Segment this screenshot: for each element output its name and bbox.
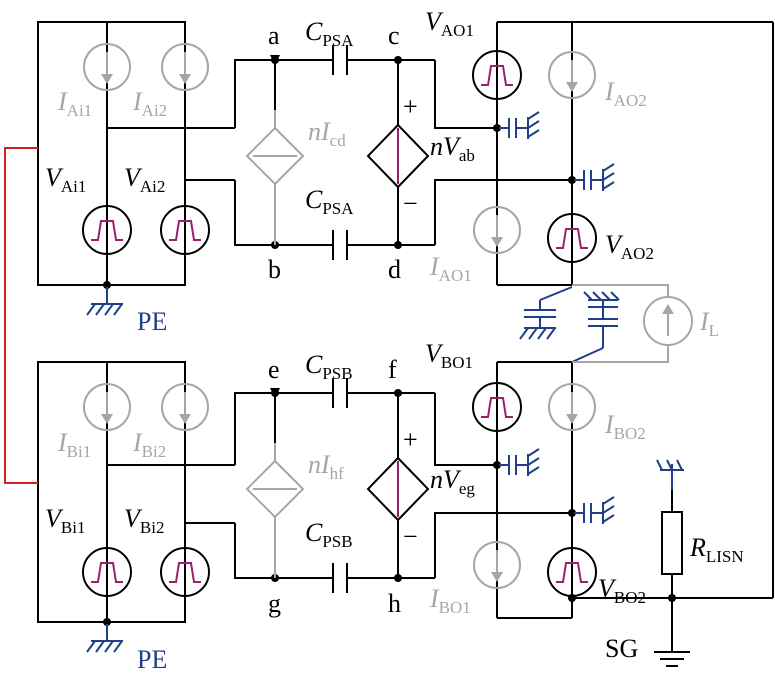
label-i-ai1: IAi1 xyxy=(57,87,92,120)
label-i-ao2: IAO2 xyxy=(604,77,647,110)
current-source-i-bo2 xyxy=(548,383,596,431)
sg-ground-icon xyxy=(654,651,690,667)
label-i-l: IL xyxy=(699,307,719,340)
dependent-current-source-n-icd xyxy=(245,55,305,245)
label-v-bi1: VBi1 xyxy=(45,504,85,537)
label-sg: SG xyxy=(605,634,638,663)
label-v-ai1: VAi1 xyxy=(45,163,86,196)
label-r-lisn: RLISN xyxy=(689,533,744,566)
dependent-voltage-source-n-vab xyxy=(366,60,430,245)
voltage-source-v-ao1 xyxy=(472,50,522,100)
label-i-bi2: IBi2 xyxy=(132,428,166,461)
voltage-source-v-bi2 xyxy=(160,547,210,597)
polarity-minus-a: − xyxy=(403,189,418,218)
node-h: h xyxy=(388,589,401,618)
input-stage-a xyxy=(37,21,235,289)
label-c-psa-bottom: CPSA xyxy=(305,185,354,218)
label-i-ao1: IAO1 xyxy=(429,252,472,285)
polarity-plus-a: + xyxy=(403,92,418,121)
label-c-psa-top: CPSA xyxy=(305,17,354,50)
node-d: d xyxy=(388,255,401,284)
node-f: f xyxy=(388,355,397,384)
parasitic-cap-bottom-1-icon xyxy=(499,448,540,476)
label-n-ihf: nIhf xyxy=(308,450,344,483)
lisn-resistor xyxy=(568,459,773,652)
label-v-ai2: VAi2 xyxy=(124,163,165,196)
label-i-ai2: IAi2 xyxy=(132,87,167,120)
label-n-vab: nVab xyxy=(430,132,475,165)
parasitic-cap-bottom-2-icon xyxy=(574,496,615,524)
label-i-bo1: IBO1 xyxy=(429,584,471,617)
node-a: a xyxy=(268,21,280,50)
label-n-icd: nIcd xyxy=(308,117,346,150)
inter-stage-coupling xyxy=(519,286,620,363)
output-stage-a xyxy=(493,21,774,598)
dependent-current-source-n-ihf xyxy=(245,388,305,578)
polarity-plus-b: + xyxy=(403,425,418,454)
polarity-minus-b: − xyxy=(403,522,418,551)
dependent-voltage-source-n-veg xyxy=(366,393,430,578)
parasitic-cap-top-2-icon xyxy=(574,163,615,191)
node-b: b xyxy=(268,255,281,284)
parasitic-cap-top-1-icon xyxy=(499,111,540,139)
voltage-source-v-bi1 xyxy=(82,547,132,597)
label-c-psb-bottom: CPSB xyxy=(305,518,353,551)
label-v-ao2: VAO2 xyxy=(605,230,654,263)
node-e: e xyxy=(268,355,280,384)
current-source-i-ai1 xyxy=(83,43,131,91)
voltage-source-v-ao2 xyxy=(547,213,597,263)
label-v-bo2: VBO2 xyxy=(598,574,646,607)
pe-ground-top-icon xyxy=(86,287,123,316)
current-source-i-bi2 xyxy=(161,383,209,431)
current-source-i-ao2 xyxy=(548,51,596,99)
node-g: g xyxy=(268,589,281,618)
current-source-i-ai2 xyxy=(161,43,209,91)
voltage-source-v-bo1 xyxy=(472,382,522,432)
pe-link-wire xyxy=(4,147,38,484)
voltage-source-v-ai1 xyxy=(82,205,132,255)
pe-ground-bottom-icon xyxy=(86,624,123,653)
current-source-i-bo1 xyxy=(473,541,521,589)
label-v-bo1: VBO1 xyxy=(425,339,473,372)
label-i-bo2: IBO2 xyxy=(604,410,646,443)
current-source-i-l xyxy=(572,284,693,363)
current-source-i-bi1 xyxy=(83,383,131,431)
label-i-bi1: IBi1 xyxy=(57,428,91,461)
label-pe-top: PE xyxy=(137,307,167,336)
voltage-source-v-ai2 xyxy=(160,205,210,255)
input-stage-b xyxy=(37,361,235,626)
current-source-i-ao1 xyxy=(473,206,521,254)
label-pe-bottom: PE xyxy=(137,645,167,674)
label-v-ao1: VAO1 xyxy=(425,7,474,40)
label-v-bi2: VBi2 xyxy=(124,504,164,537)
label-c-psb-top: CPSB xyxy=(305,350,353,383)
label-n-veg: nVeg xyxy=(430,465,475,498)
node-c: c xyxy=(388,21,400,50)
